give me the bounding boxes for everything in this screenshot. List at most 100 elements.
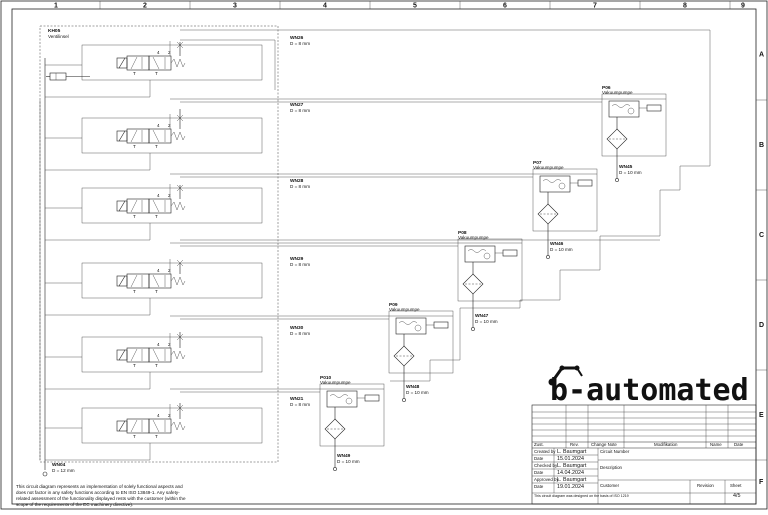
vacuum-port	[615, 178, 619, 182]
port-label-2: 2	[168, 50, 171, 55]
hose-diameter: D = 8 mm	[290, 184, 310, 189]
pump-housing	[532, 168, 598, 232]
column-label-5: 5	[413, 3, 417, 10]
return-line	[390, 30, 711, 382]
row-label-E: E	[759, 412, 764, 419]
vacuum-line-tag: WN47	[475, 313, 489, 319]
vacuum-line-diameter: D = 10 mm	[475, 319, 498, 324]
valve-housing	[81, 262, 263, 299]
valve-housing	[81, 117, 263, 154]
port-label-t1: T	[133, 434, 136, 439]
port-label-t2: T	[155, 71, 158, 76]
tb-date1-label: Date	[534, 456, 544, 461]
hose-tag: WN29	[290, 256, 304, 262]
plugged-port-icon	[176, 333, 184, 341]
column-label-7: 7	[593, 3, 597, 10]
tb-description-label: Description	[600, 465, 623, 470]
plugged-port-icon	[176, 404, 184, 412]
port-label-4: 4	[157, 123, 160, 128]
row-label-D: D	[759, 322, 764, 329]
tb-approved-by-label: Approved by	[534, 477, 559, 482]
port-label-2: 2	[168, 413, 171, 418]
tb-sheet-label: Sheet	[730, 483, 742, 488]
tb-header-change-note: Change Note	[591, 442, 617, 447]
vacuum-line-diameter: D = 10 mm	[337, 459, 360, 464]
plugged-port-icon	[176, 259, 184, 267]
column-label-4: 4	[323, 3, 327, 10]
hose-diameter: D = 8 mm	[290, 262, 310, 267]
tb-circuit-number-label: Circuit Number	[600, 449, 630, 454]
column-label-2: 2	[143, 3, 147, 10]
hose-diameter: D = 8 mm	[290, 41, 310, 46]
port-label-4: 4	[157, 50, 160, 55]
supply-line-diameter: D = 12 mm	[52, 468, 75, 473]
vacuum-line-diameter: D = 10 mm	[406, 390, 429, 395]
spring-return	[170, 58, 186, 68]
pump-housing	[457, 238, 523, 302]
pump-name: Vakuumpumpe	[533, 165, 564, 170]
pump-solenoid	[433, 321, 449, 329]
hose-tag: WN26	[290, 35, 304, 41]
valve-housing	[81, 44, 263, 81]
vacuum-line-tag: WN45	[619, 164, 633, 170]
title-block: Zust. Rev. Change Note Modifikation Name…	[531, 404, 757, 505]
port-label-4: 4	[157, 342, 160, 347]
vacuum-line-tag: WN46	[550, 241, 564, 247]
exhaust-silencer	[46, 72, 90, 81]
hose-diameter: D = 8 mm	[290, 108, 310, 113]
spring-return	[170, 131, 186, 141]
valve-position-a	[126, 128, 150, 144]
row-label-C: C	[759, 232, 764, 239]
hose-tag: WN27	[290, 102, 304, 108]
disclaimer-line-4: scope of the requirements of the EC mach…	[16, 502, 133, 507]
hose-tag: WN28	[290, 178, 304, 184]
tb-footer-note: This circuit diagram was designed on the…	[534, 494, 629, 498]
supply-line-tag: WN04	[52, 462, 66, 468]
ejector-icon	[395, 317, 427, 335]
disclaimer-line-1: This circuit diagram represents an imple…	[16, 484, 183, 489]
ejector-icon	[539, 175, 571, 193]
inner-frame	[11, 8, 757, 505]
tb-date3: 19.01.2024	[557, 484, 584, 490]
pump-tag: P010	[320, 375, 332, 381]
pump-housing	[601, 93, 667, 157]
pump-tag: P09	[389, 302, 398, 308]
vacuum-port	[471, 327, 475, 331]
pump-tag: P08	[458, 230, 467, 236]
port-label-2: 2	[168, 123, 171, 128]
port-label-t1: T	[133, 71, 136, 76]
port-label-2: 2	[168, 193, 171, 198]
port-label-4: 4	[157, 268, 160, 273]
safety-disclaimer: This circuit diagram represents an imple…	[16, 484, 186, 507]
hose-tag: WN30	[290, 325, 304, 331]
tb-approved-by: L. Baumgart	[557, 477, 587, 483]
port-label-t2: T	[155, 289, 158, 294]
row-label-F: F	[759, 479, 764, 486]
tb-sheet: 4/5	[733, 493, 741, 499]
port-label-t1: T	[133, 144, 136, 149]
valve-terminal-tag: KH05	[48, 28, 61, 34]
vacuum-line-diameter: D = 10 mm	[550, 247, 573, 252]
spring-return	[170, 421, 186, 431]
disclaimer-line-3: related assessment of the functionality …	[16, 496, 186, 501]
port-label-t1: T	[133, 289, 136, 294]
pump-name: Vakuumpumpe	[320, 380, 351, 385]
vacuum-port	[402, 398, 406, 402]
tb-checked-by: L. Baumgart	[557, 463, 587, 469]
column-label-6: 6	[503, 3, 507, 10]
port-label-t2: T	[155, 434, 158, 439]
tb-created-by-label: Created by	[534, 449, 556, 454]
column-label-8: 8	[683, 3, 687, 10]
pump-housing	[319, 383, 385, 447]
valve-position-b	[148, 347, 172, 363]
